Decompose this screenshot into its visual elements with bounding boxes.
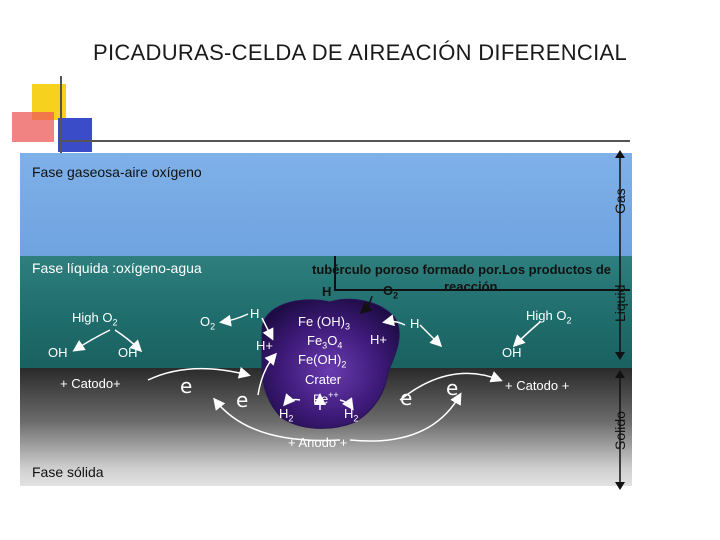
decor-blue-square	[58, 118, 92, 152]
arrow-h-right	[382, 314, 406, 327]
arrow-pit-h2-right	[339, 397, 354, 411]
left-oh-b: OH	[118, 345, 138, 360]
left-high-o2-label: High O2	[72, 310, 118, 328]
arrow-h-down	[261, 317, 274, 341]
right-h-label: H	[410, 316, 420, 331]
pit-crater	[261, 298, 400, 429]
pit-fe3o4-label: Fe3O4	[307, 333, 343, 351]
liquid-phase-label: Fase líquida :oxígeno-agua	[32, 260, 202, 276]
left-cathode-label: + Catodo+	[60, 376, 121, 391]
arrowhead-gas-top	[615, 150, 625, 158]
left-electron-1: e	[180, 374, 193, 398]
arrow-pit-h2-left	[283, 393, 301, 407]
right-oh-label: OH	[502, 345, 522, 360]
tubercle-caption-line1: tubérculo poroso formado por.Los product…	[312, 262, 612, 277]
side-label-solid: Solido	[612, 411, 628, 450]
arrow-e-right	[399, 371, 503, 401]
pit-h2-right: H2	[344, 406, 359, 424]
left-hplus-label: H+	[256, 338, 273, 353]
anode-label: + Anodo +	[288, 435, 348, 450]
arrowhead-solid-top	[615, 370, 625, 378]
pit-o2-label: O2	[383, 283, 399, 301]
pit-h2-left: H2	[279, 406, 294, 424]
arrow-hplus-right	[419, 324, 443, 348]
side-label-liquid: Liquid	[612, 284, 628, 322]
arrow-pit-o2	[359, 295, 373, 314]
tubercle-caption-line2: reacción	[444, 279, 498, 294]
arrow-electron-flow-left	[213, 397, 341, 442]
pit-fe-label: Fe++	[313, 390, 339, 407]
left-electron-2: e	[236, 388, 249, 412]
arrow-e-left	[147, 366, 251, 381]
solid-phase-label: Fase sólida	[32, 464, 104, 480]
right-electron-1: e	[400, 386, 413, 410]
arrowhead-solid-bottom	[615, 482, 625, 490]
arrow-o2-right	[114, 329, 143, 353]
left-oh-a: OH	[48, 345, 68, 360]
left-o2-label: O2	[200, 314, 216, 332]
decor-red-square	[12, 112, 54, 142]
side-label-gas: Gas	[612, 188, 628, 214]
pit-feoh3-label: Fe (OH)3	[298, 314, 350, 332]
arrow-e-pit-left	[257, 352, 277, 396]
gas-phase-panel	[20, 153, 632, 256]
right-high-o2-label: High O2	[526, 308, 572, 326]
pit-crater-label: Crater	[305, 372, 342, 387]
pit-feoh2-label: Fe(OH)2	[298, 352, 347, 370]
arrowhead-liquid	[615, 352, 625, 360]
decor-horizontal-line	[60, 140, 630, 142]
page-title: PICADURAS-CELDA DE AIREACIÓN DIFERENCIAL	[92, 40, 627, 65]
right-cathode-label: + Catodo +	[505, 378, 570, 393]
pit-h-top: H	[322, 284, 332, 299]
left-h-label: H	[250, 306, 260, 321]
gas-phase-label: Fase gaseosa-aire oxígeno	[32, 164, 202, 180]
arrow-h-o2	[219, 313, 249, 327]
tubercle-outline	[334, 256, 630, 291]
decor-vertical-line	[60, 76, 62, 156]
right-electron-2: e	[446, 376, 459, 400]
arrow-electron-flow-right	[349, 392, 462, 442]
arrow-o2-left	[72, 329, 111, 352]
right-hplus-label: H+	[370, 332, 387, 347]
arrow-o2-right-side	[512, 321, 541, 348]
